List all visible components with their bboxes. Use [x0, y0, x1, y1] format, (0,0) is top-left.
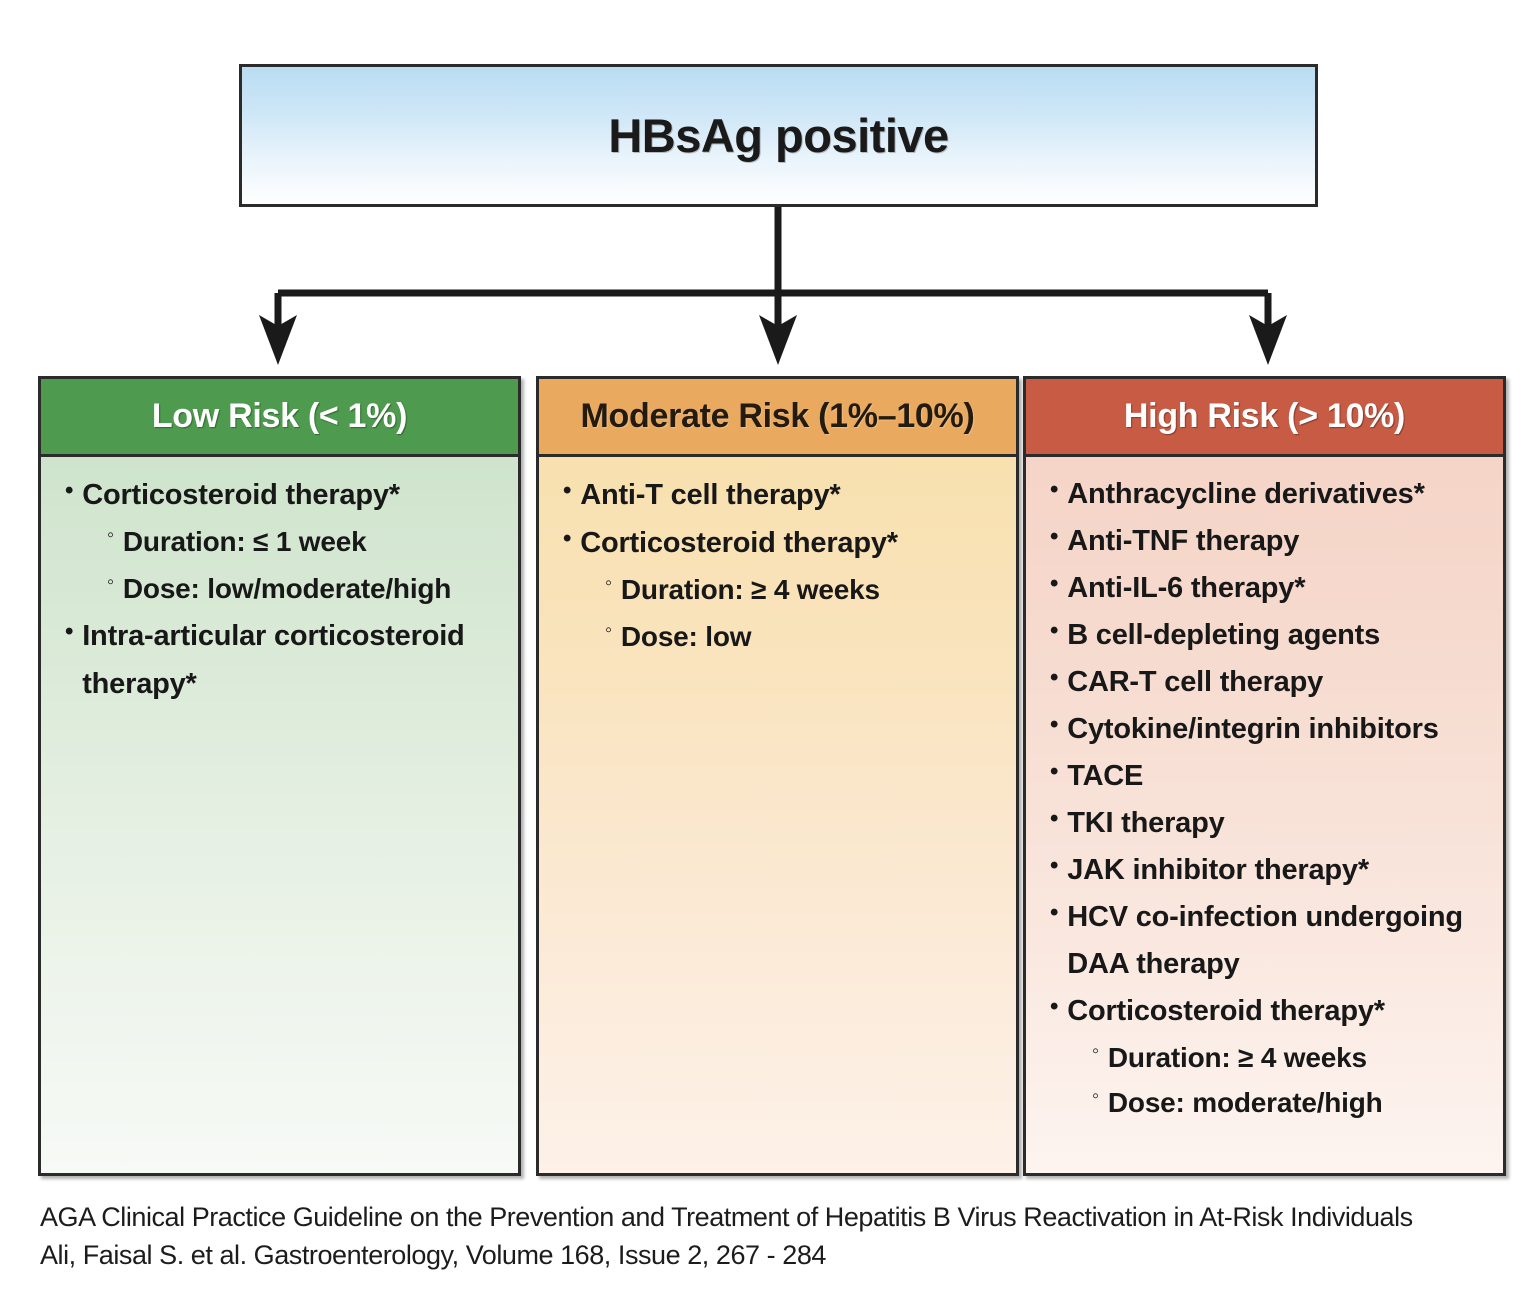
- list-item-label: Anti-T cell therapy*: [580, 479, 841, 511]
- list-item: • HCV co-infection undergoing DAA therap…: [1040, 894, 1487, 988]
- list-item: • Corticosteroid therapy*: [553, 519, 1000, 567]
- bullet-filled-icon: •: [1050, 663, 1059, 691]
- list-item: • Cytokine/integrin inhibitors: [1040, 706, 1487, 753]
- bullet-filled-icon: •: [1050, 569, 1059, 597]
- list-item: • CAR-T cell therapy: [1040, 659, 1487, 706]
- bullet-hollow-icon: ◦: [605, 618, 612, 641]
- list-item-label: CAR-T cell therapy: [1067, 665, 1324, 698]
- risk-header-moderate: Moderate Risk (1%–10%): [539, 379, 1016, 457]
- list-item-label: Corticosteroid therapy*: [580, 527, 898, 560]
- citation-source: Ali, Faisal S. et al. Gastroenterology, …: [40, 1240, 826, 1271]
- list-item-label: Anthracycline derivatives*: [1067, 478, 1425, 510]
- bullet-hollow-icon: ◦: [1092, 1084, 1099, 1107]
- list-item-label: Anti-TNF therapy: [1067, 524, 1300, 557]
- list-item: ◦ Duration: ≤ 1 week: [55, 519, 502, 565]
- list-item: • Intra-articular corticosteroid therapy…: [55, 612, 502, 708]
- list-item: • Corticosteroid therapy*: [55, 471, 502, 519]
- list-item-label: Corticosteroid therapy*: [82, 479, 400, 511]
- list-item: • JAK inhibitor therapy*: [1040, 847, 1487, 894]
- list-item-label: JAK inhibitor therapy*: [1067, 853, 1369, 886]
- risk-column-low: Low Risk (< 1%) • Corticosteroid therapy…: [38, 376, 521, 1176]
- bullet-filled-icon: •: [65, 618, 74, 646]
- root-node-hbsag-positive: HBsAg positive: [239, 64, 1318, 207]
- list-item-label: Anti-IL-6 therapy*: [1067, 571, 1306, 604]
- citation-title: AGA Clinical Practice Guideline on the P…: [40, 1202, 1413, 1232]
- list-item: • TKI therapy: [1040, 800, 1487, 847]
- bullet-filled-icon: •: [1050, 992, 1059, 1020]
- root-node-label: HBsAg positive: [608, 109, 949, 162]
- list-item-label: Dose: moderate/high: [1107, 1086, 1383, 1118]
- list-item: • Anthracycline derivatives*: [1040, 471, 1487, 518]
- bullet-filled-icon: •: [563, 477, 572, 504]
- list-item: • Corticosteroid therapy*: [1040, 988, 1487, 1035]
- list-item: ◦ Dose: low: [553, 614, 1000, 660]
- list-item-label: Cytokine/integrin inhibitors: [1067, 712, 1439, 745]
- bullet-filled-icon: •: [1050, 898, 1059, 926]
- risk-column-moderate: Moderate Risk (1%–10%) • Anti-T cell the…: [536, 376, 1019, 1176]
- bullet-filled-icon: •: [1050, 757, 1059, 785]
- risk-column-high: High Risk (> 10%) • Anthracycline deriva…: [1023, 376, 1506, 1176]
- bullet-hollow-icon: ◦: [107, 524, 114, 547]
- risk-list-low: • Corticosteroid therapy* ◦ Duration: ≤ …: [41, 457, 518, 1173]
- risk-list-moderate: • Anti-T cell therapy* • Corticosteroid …: [539, 457, 1016, 1173]
- risk-header-high: High Risk (> 10%): [1026, 379, 1503, 457]
- list-item: • B cell-depleting agents: [1040, 612, 1487, 659]
- list-item: ◦ Dose: moderate/high: [1040, 1080, 1487, 1125]
- arrowhead-low-risk-icon: [259, 315, 297, 365]
- list-item: • Anti-T cell therapy*: [553, 471, 1000, 519]
- risk-list-high: • Anthracycline derivatives* • Anti-TNF …: [1026, 457, 1503, 1173]
- list-item: ◦ Duration: ≥ 4 weeks: [553, 567, 1000, 613]
- citation: AGA Clinical Practice Guideline on the P…: [40, 1198, 1460, 1275]
- arrowhead-high-risk-icon: [1249, 315, 1287, 365]
- list-item: • Anti-TNF therapy: [1040, 518, 1487, 565]
- bullet-hollow-icon: ◦: [107, 570, 114, 593]
- list-item-label: HCV co-infection undergoing DAA therapy: [1067, 900, 1463, 980]
- list-item: ◦ Duration: ≥ 4 weeks: [1040, 1035, 1487, 1080]
- list-item: • TACE: [1040, 753, 1487, 800]
- list-item-label: Duration: ≥ 4 weeks: [1107, 1041, 1367, 1073]
- bullet-filled-icon: •: [1050, 476, 1059, 503]
- bullet-filled-icon: •: [1050, 522, 1059, 550]
- list-item-label: Duration: ≥ 4 weeks: [620, 574, 880, 606]
- bullet-hollow-icon: ◦: [605, 572, 612, 595]
- bullet-filled-icon: •: [1050, 710, 1059, 738]
- bullet-filled-icon: •: [1050, 804, 1059, 832]
- arrowhead-moderate-risk-icon: [759, 315, 797, 365]
- list-item-label: Dose: low/moderate/high: [122, 572, 452, 604]
- list-item-label: TACE: [1067, 759, 1144, 792]
- bullet-filled-icon: •: [1050, 851, 1059, 879]
- bullet-filled-icon: •: [563, 525, 572, 553]
- list-item-label: B cell-depleting agents: [1067, 618, 1381, 651]
- risk-header-low: Low Risk (< 1%): [41, 379, 518, 457]
- list-item-label: Intra-articular corticosteroid therapy*: [82, 620, 465, 701]
- bullet-filled-icon: •: [65, 477, 74, 504]
- bullet-filled-icon: •: [1050, 616, 1059, 644]
- bullet-hollow-icon: ◦: [1092, 1039, 1099, 1062]
- list-item-label: Corticosteroid therapy*: [1067, 994, 1385, 1027]
- list-item: • Anti-IL-6 therapy*: [1040, 565, 1487, 612]
- list-item-label: Duration: ≤ 1 week: [122, 526, 367, 558]
- list-item: ◦ Dose: low/moderate/high: [55, 566, 502, 612]
- list-item-label: Dose: low: [620, 620, 752, 652]
- list-item-label: TKI therapy: [1067, 806, 1225, 839]
